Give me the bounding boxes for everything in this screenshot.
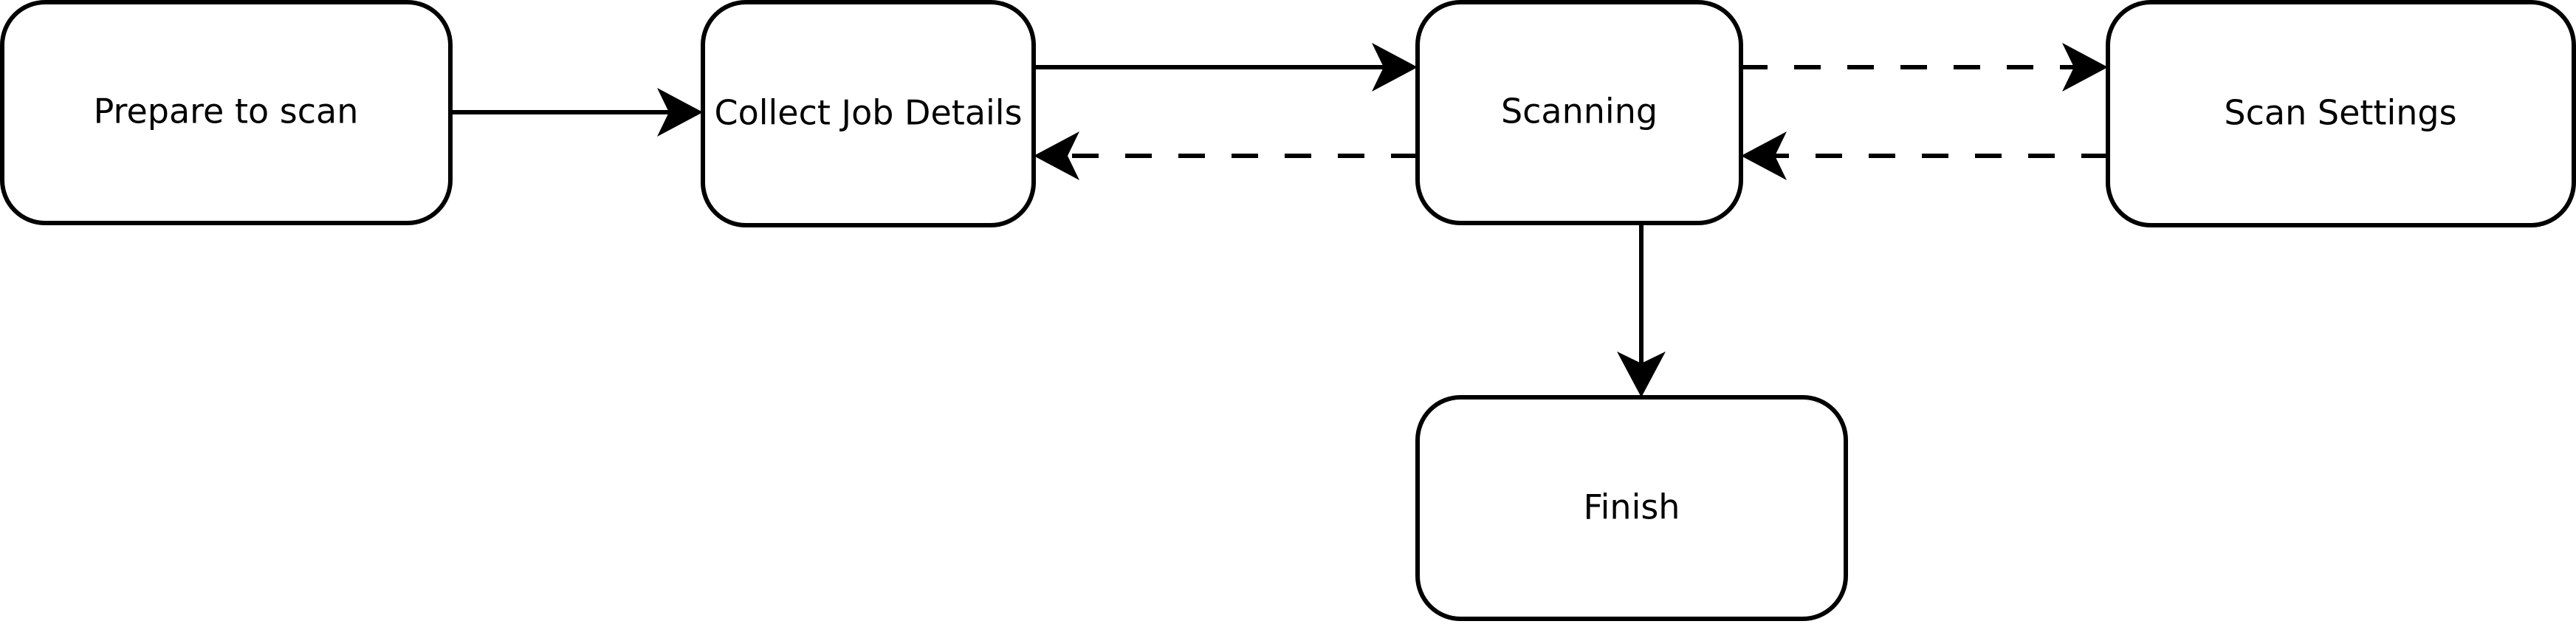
node-label-scanning: Scanning [1501,92,1658,131]
arrowhead-icon [2062,43,2108,92]
node-shape-finish[interactable] [1415,395,1848,621]
node-label-prepare-to-scan: Prepare to scan [94,92,359,131]
arrowhead-icon [657,88,703,137]
arrowhead-icon [1741,131,1787,180]
node-scanning[interactable]: Scanning [1415,0,1743,225]
edge-scanning-to-scan-settings [1741,43,2108,92]
edge-scan-settings-to-scanning [1741,131,2108,180]
node-finish[interactable]: Finish [1415,395,1848,621]
edge-collect-to-scanning [1034,43,1418,92]
node-label-finish: Finish [1584,487,1680,527]
arrowhead-icon [1617,352,1666,397]
edges-layer [450,43,2108,397]
edge-prepare-to-collect [450,88,703,137]
arrowhead-icon [1372,43,1418,92]
edge-scanning-to-finish [1617,223,1666,397]
node-shape-scan-settings[interactable] [2106,0,2576,227]
node-shape-prepare-to-scan[interactable] [0,0,453,225]
node-shape-scanning[interactable] [1415,0,1743,225]
node-scan-settings[interactable]: Scan Settings [2106,0,2576,227]
arrowhead-icon [1034,131,1079,180]
node-prepare-to-scan[interactable]: Prepare to scan [0,0,453,225]
node-collect-job-details[interactable]: Collect Job Details [701,0,1036,227]
node-shape-collect-job-details[interactable] [701,0,1036,227]
node-label-collect-job-details: Collect Job Details [714,93,1022,133]
node-label-scan-settings: Scan Settings [2224,93,2456,133]
edge-scanning-to-collect [1034,131,1418,180]
